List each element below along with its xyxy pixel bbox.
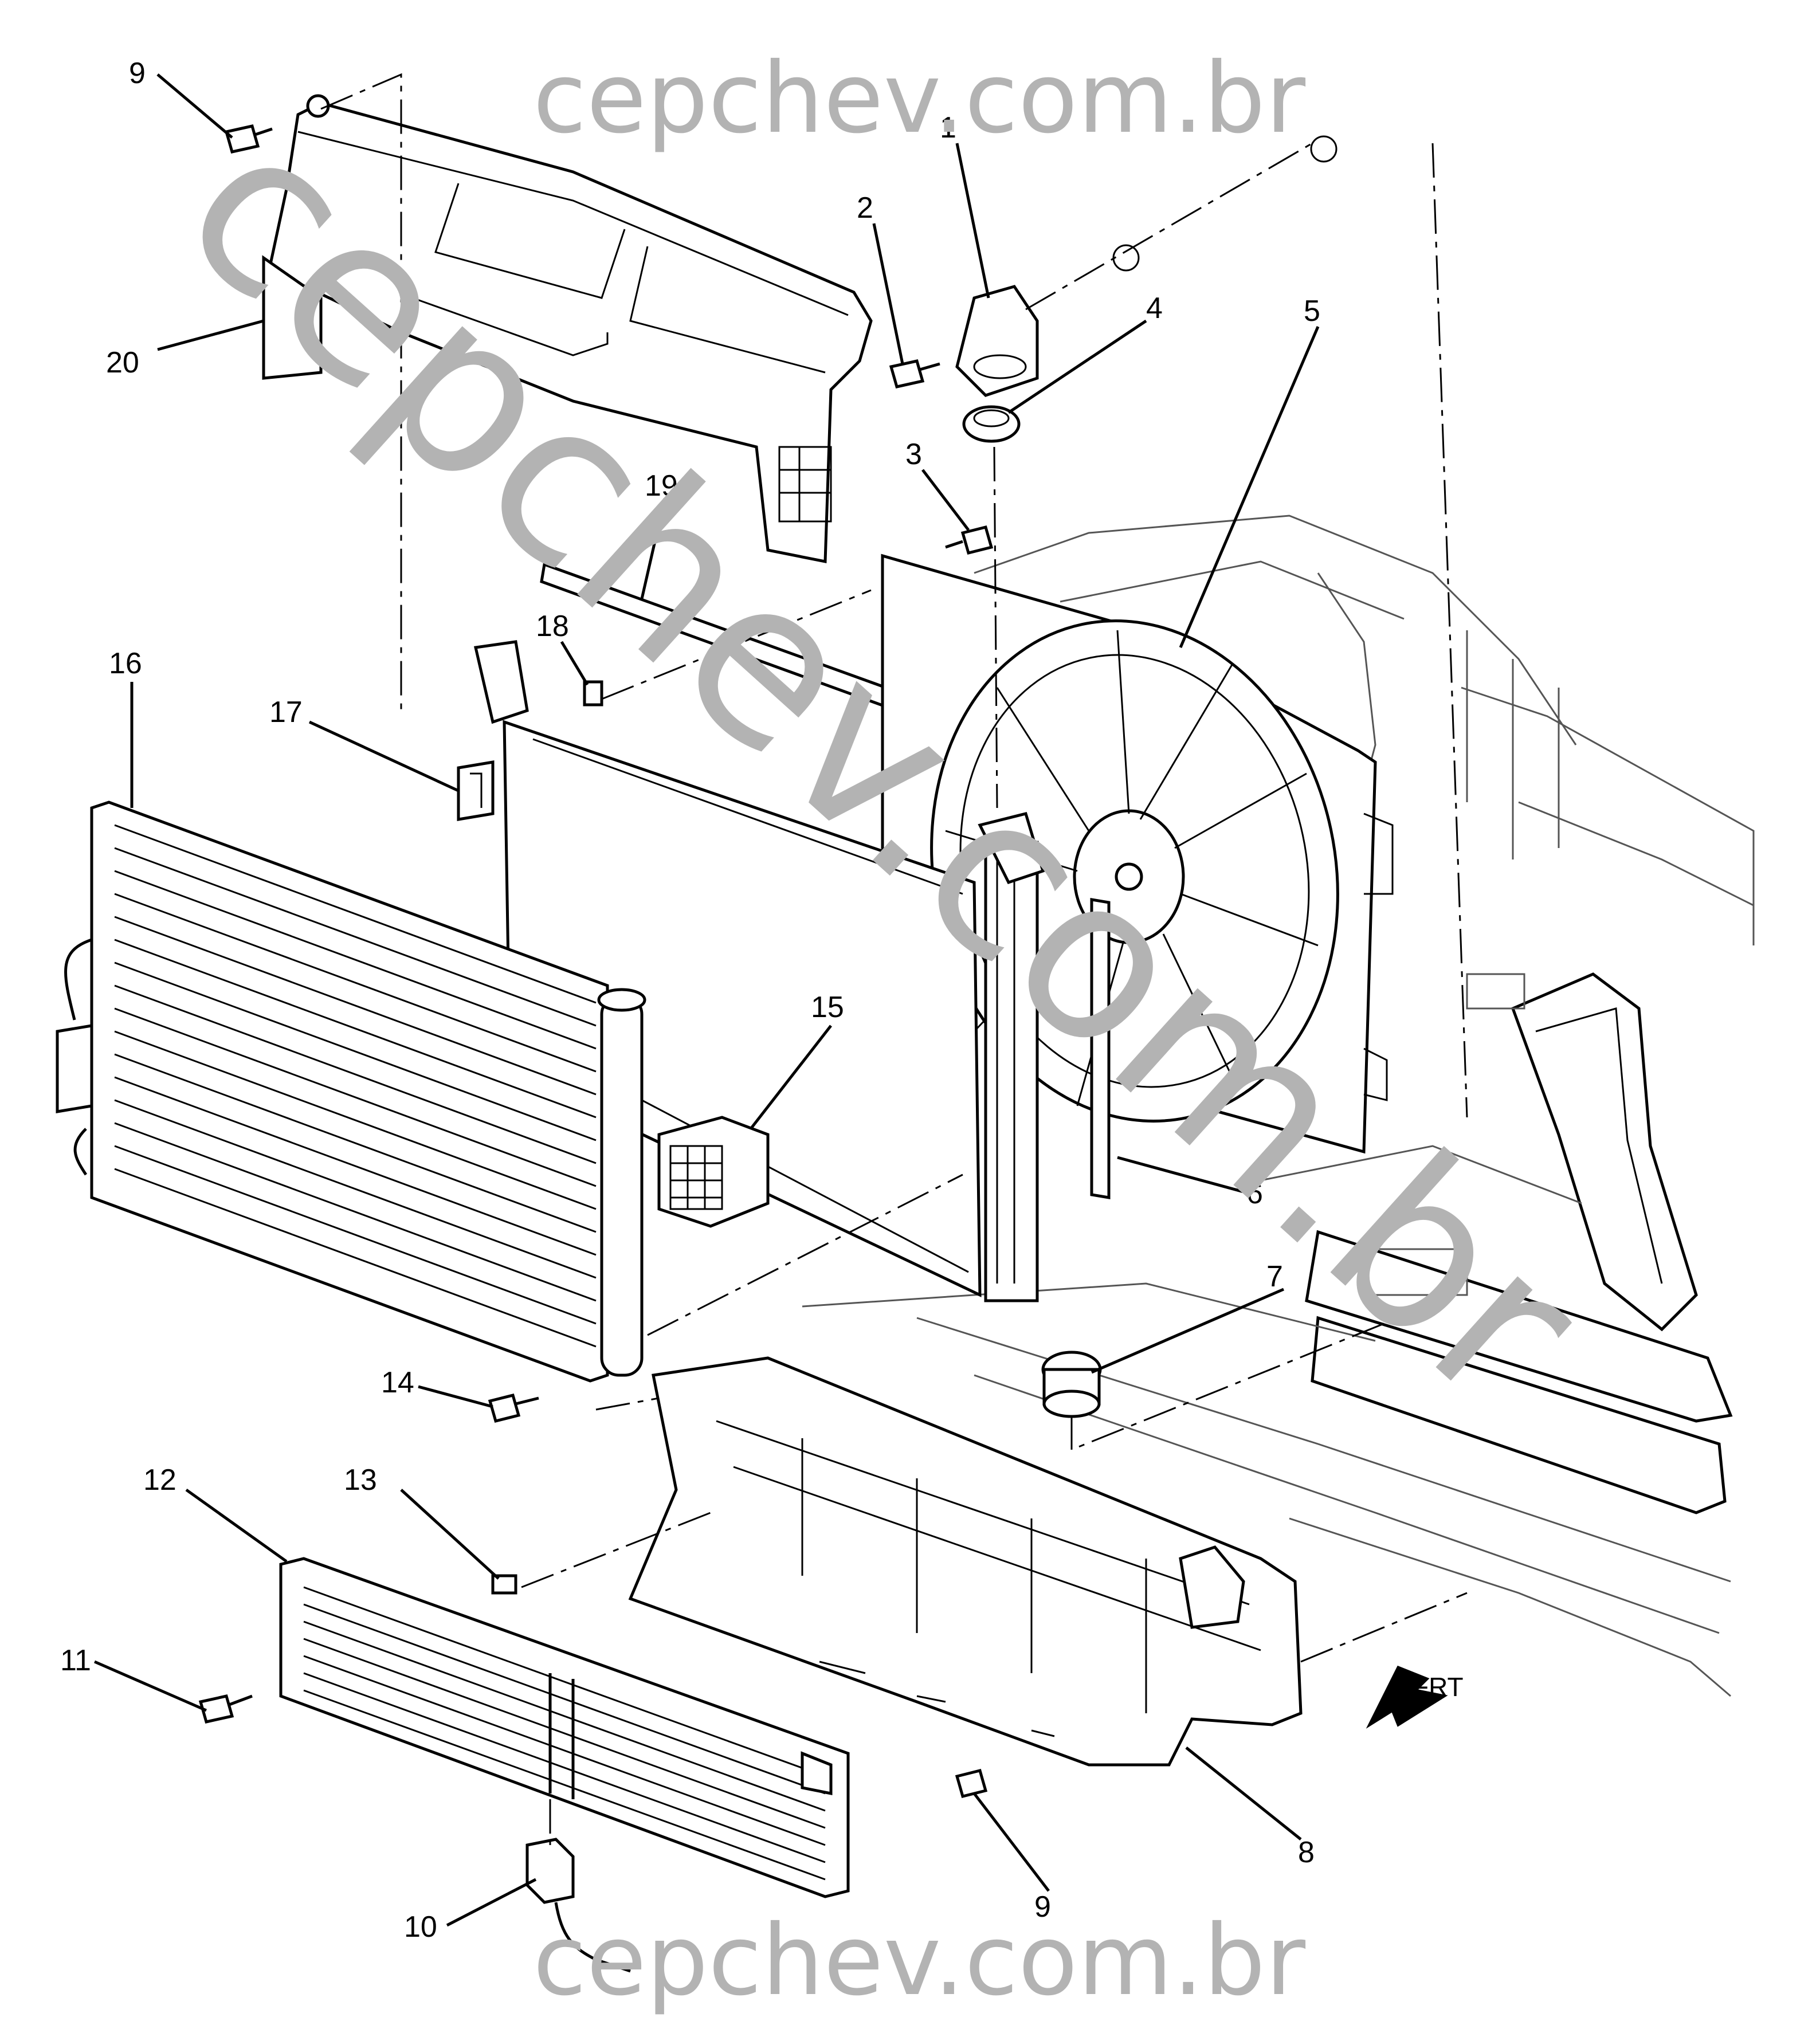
assembly-lines [320,73,1468,1845]
watermark-top: cepchev.com.br [533,42,1305,155]
callout-10: 10 [404,1910,437,1944]
part-7-grommet [1041,1351,1102,1418]
part-2-bolt [889,359,940,388]
callout-8: 8 [1298,1836,1315,1869]
part-12-lower-grille [279,1557,850,1898]
callout-2: 2 [857,191,873,225]
callout-15: 15 [811,991,844,1024]
part-20-upper-air-baffle [262,94,873,564]
callout-5: 5 [1304,295,1320,328]
vehicle-front-structure [802,515,1755,1697]
part-16-condenser [56,800,646,1383]
callout-labels: 1 2 3 4 5 6 7 8 9 9 10 11 12 13 14 15 16… [60,57,1320,1944]
part-4-grommet [962,405,1021,443]
callout-20: 20 [106,346,139,379]
part-9-bolt-top [224,124,273,154]
callout-6: 6 [1246,1177,1263,1210]
leader-lines [94,73,1320,1927]
callout-1: 1 [940,111,956,144]
front-arrow-icon [1366,1665,1448,1729]
part-14-bolt [488,1393,539,1423]
front-direction-indicator: FRT [1366,1665,1464,1729]
callout-13: 13 [344,1463,377,1497]
front-indicator-label: FRT [1413,1672,1464,1702]
callout-12: 12 [143,1463,176,1497]
part-1-mount-bracket [955,285,1039,397]
callout-16: 16 [109,647,142,680]
part-3-bolt [945,525,994,555]
callout-9-bottom: 9 [1034,1890,1051,1924]
part-11-bolt [198,1694,253,1724]
callout-19: 19 [645,469,678,503]
part-8-lower-air-deflector [628,1356,1303,1767]
callout-11: 11 [60,1644,91,1677]
radiator [473,640,1045,1302]
watermark-bottom: cepchev.com.br [533,1904,1305,2018]
part-17-bracket [457,760,495,821]
callout-17: 17 [269,696,303,729]
part-15-side-baffle [657,1116,770,1228]
callout-18: 18 [536,610,569,643]
part-18-clip [583,680,603,707]
callout-4: 4 [1146,292,1163,325]
callout-7: 7 [1266,1260,1283,1293]
callout-14: 14 [381,1366,414,1399]
part-6-side-seal [1090,898,1111,1199]
callout-9-top: 9 [129,57,146,90]
callout-3: 3 [905,438,922,471]
part-10-sensor-connector [525,1838,631,1973]
part-9-bolt-bottom [955,1768,988,1799]
